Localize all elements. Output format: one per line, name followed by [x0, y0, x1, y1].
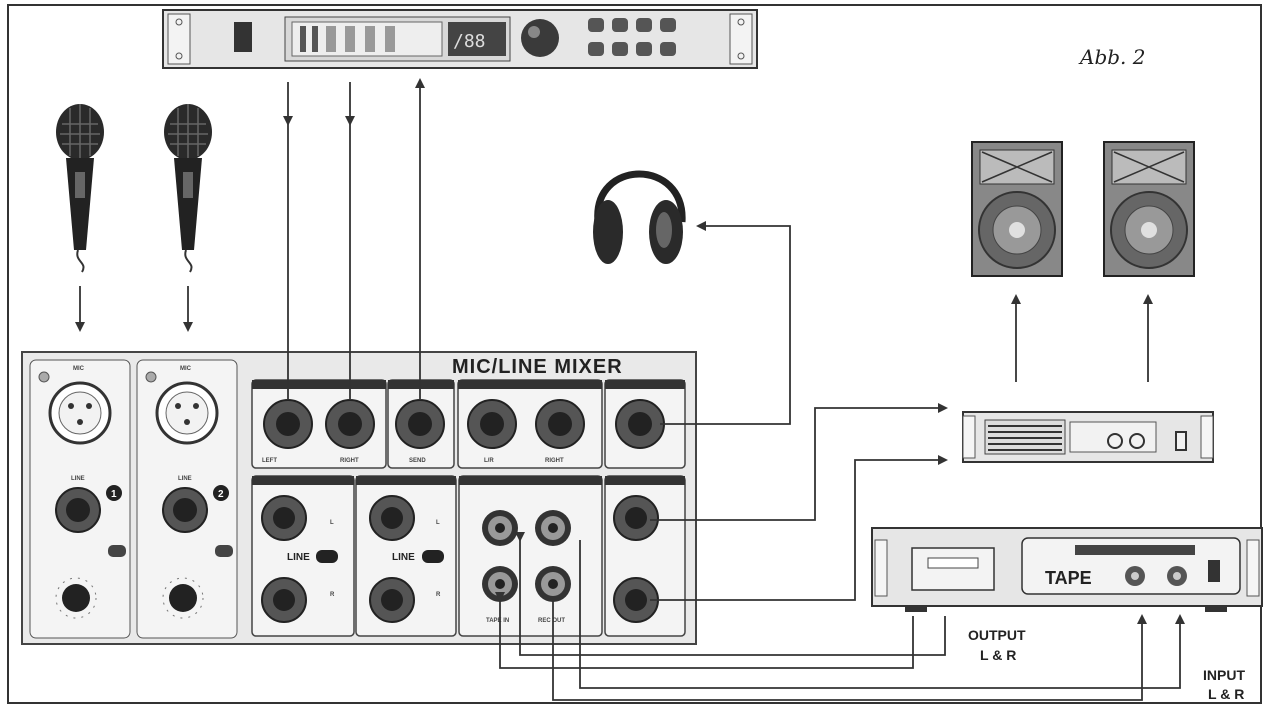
mixer-channel-2: MIC LINE 2: [136, 359, 238, 639]
microphone-1-icon: [56, 104, 104, 273]
jack-label-rec-out: REC OUT: [538, 618, 565, 624]
mixer-line-channel-b: L R LINE: [355, 475, 457, 637]
connection-lines: [75, 78, 1185, 701]
figure-label: Abb. 2: [1078, 45, 1146, 69]
ch1-line-label: LINE: [71, 476, 85, 482]
svg-text:/88: /88: [453, 31, 486, 52]
speaker-right-icon: [1103, 141, 1195, 277]
ch1-number: 1: [111, 489, 117, 500]
ch2-mic-label: MIC: [180, 366, 192, 372]
mixer-title: MIC/LINE MIXER: [452, 356, 623, 378]
input-label-line2: L & R: [1208, 686, 1244, 702]
effects-processor: /88: [162, 9, 758, 69]
frame-border: [7, 4, 1262, 704]
mixer-tape-rca: TAPE IN REC OUT: [458, 475, 603, 637]
line-b-left: L: [436, 520, 440, 526]
ch2-line-label: LINE: [178, 476, 192, 482]
ch2-number: 2: [218, 489, 224, 500]
mixer-line-channel-a: L R LINE: [251, 475, 355, 637]
output-label-line2: L & R: [980, 647, 1016, 663]
line-a-left: L: [330, 520, 334, 526]
jack-label-tape-in: TAPE IN: [486, 618, 509, 624]
line-a-right: R: [330, 592, 335, 598]
microphone-2-icon: [164, 104, 212, 273]
power-amplifier: [962, 411, 1214, 463]
line-a-label: LINE: [287, 552, 310, 563]
input-label-line1: INPUT: [1203, 667, 1245, 683]
speaker-left-icon: [971, 141, 1063, 277]
jack-label-lr: L/R: [484, 458, 494, 464]
line-b-label: LINE: [392, 552, 415, 563]
output-label-line1: OUTPUT: [968, 627, 1026, 643]
mixer-upper-jacks: LEFT RIGHT SEND L/R RIGHT: [251, 379, 686, 469]
mixer-panel: MIC/LINE MIXER MIC LINE 1 MIC: [21, 351, 697, 645]
tape-deck: TAPE: [871, 527, 1263, 612]
jack-label-right: RIGHT: [340, 458, 359, 464]
ch1-mic-label: MIC: [73, 366, 85, 372]
mixer-control-out: [604, 475, 686, 637]
line-b-right: R: [436, 592, 441, 598]
headphones-icon: [593, 170, 686, 264]
jack-label-left: LEFT: [262, 458, 277, 464]
jack-label-stereo-right: RIGHT: [545, 458, 564, 464]
jack-label-send: SEND: [409, 458, 426, 464]
mixer-channel-1: MIC LINE 1: [29, 359, 131, 639]
tape-label: TAPE: [1045, 568, 1092, 588]
